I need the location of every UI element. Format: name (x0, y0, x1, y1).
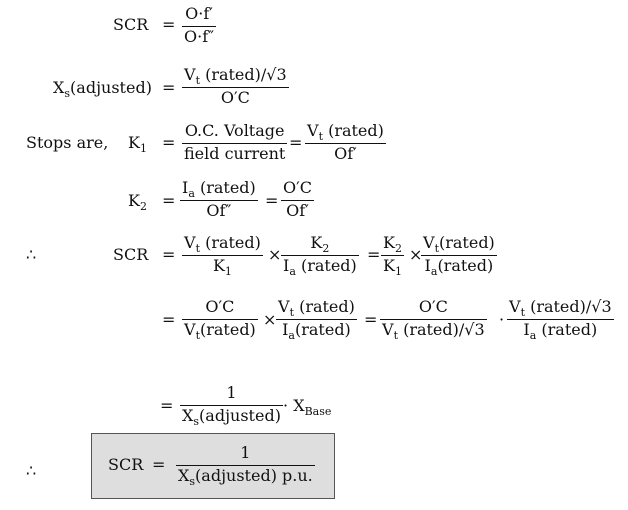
times-sign: × (409, 245, 423, 264)
equals-sign: = (162, 245, 176, 264)
numerator: K2 (310, 233, 330, 255)
fraction-bar (305, 142, 386, 144)
result-box (91, 433, 335, 499)
fraction-bar (421, 254, 497, 256)
equals-sign: = (364, 310, 378, 329)
fraction-bar (182, 25, 217, 27)
denominator: Of′ (334, 143, 357, 163)
ratio-fraction: O·f′ O·f″ (182, 4, 217, 46)
scr-label: SCR (113, 245, 149, 264)
ia-of-fraction: Ia (rated) Of″ (180, 178, 258, 220)
fraction-bar (381, 254, 404, 256)
k1-label: K1 (128, 133, 147, 155)
fraction-bar (180, 404, 283, 406)
denominator: Of′ (286, 200, 309, 220)
equals-sign: = (162, 191, 176, 210)
xs-adjusted-label: Xs(adjusted) (53, 78, 152, 100)
numerator: O′C (205, 297, 235, 316)
scr-pu-fraction: 1 Xs(adjusted) p.u. (176, 443, 315, 488)
scr-label: SCR (113, 15, 149, 34)
equals-sign: = (162, 78, 176, 97)
therefore-symbol: ∴ (26, 461, 37, 480)
denominator: Xs(adjusted) p.u. (178, 465, 313, 488)
fraction-bar (182, 318, 258, 320)
oc-voltage-fraction: O.C. Voltage field current (182, 121, 288, 163)
times-sign: × (263, 310, 277, 329)
denominator: Ia (rated) (283, 255, 357, 278)
equals-sign: = (289, 133, 303, 152)
denominator: Ia (rated) (523, 319, 598, 342)
fraction-bar (276, 318, 357, 320)
equals-sign: = (162, 133, 176, 152)
numerator: O′C (283, 178, 312, 197)
fraction-bar (180, 199, 258, 201)
scr-label: SCR (108, 455, 144, 474)
denominator: O·f″ (184, 26, 215, 46)
vt-of-fraction: Vt (rated) Of′ (305, 121, 386, 163)
times-sign: × (268, 245, 282, 264)
denominator: O′C (220, 87, 250, 107)
equals-sign: = (162, 310, 176, 329)
denominator: K1 (212, 255, 232, 278)
denominator: Of″ (206, 200, 232, 220)
numerator: O.C. Voltage (184, 121, 285, 140)
numerator: 1 (240, 443, 251, 462)
k2-k1-fraction: K2 K1 (381, 233, 404, 278)
therefore-symbol: ∴ (26, 245, 37, 264)
numerator: O′C (418, 297, 448, 316)
numerator: Vt (rated)/√3 (509, 297, 612, 319)
fraction-bar (176, 464, 315, 466)
fraction-bar (281, 254, 359, 256)
xs-fraction: Vt (rated)/√3 O′C (182, 65, 289, 107)
fraction-bar (380, 318, 487, 320)
fraction-bar (182, 86, 289, 88)
equals-sign: = (265, 191, 279, 210)
denominator: K1 (383, 255, 402, 278)
x-base-term: · XBase (283, 396, 332, 418)
equals-sign: = (152, 455, 166, 474)
denominator: Ia(rated) (424, 255, 494, 278)
equals-sign: = (162, 15, 176, 34)
numerator: Vt (rated)/√3 (184, 65, 287, 87)
numerator: Vt (rated) (278, 297, 355, 319)
k2-label: K2 (128, 191, 147, 213)
oc-vt-sqrt3-fraction: O′C Vt (rated)/√3 (380, 297, 487, 342)
oc-of-fraction: O′C Of′ (281, 178, 314, 220)
oc-vt-fraction: O′C Vt(rated) (182, 297, 258, 342)
numerator: 1 (226, 383, 237, 402)
denominator: Xs(adjusted) (182, 405, 281, 428)
stops-are-text: Stops are, (26, 133, 109, 152)
numerator: Ia (rated) (182, 178, 256, 200)
denominator: field current (184, 143, 286, 163)
numerator: Vt (rated) (307, 121, 384, 143)
dot-operator: · (499, 310, 505, 329)
equals-sign: = (160, 396, 174, 415)
vt-ia-fraction: Vt (rated) Ia(rated) (276, 297, 357, 342)
fraction-bar (281, 199, 314, 201)
denominator: Ia(rated) (282, 319, 351, 342)
denominator: Vt (rated)/√3 (382, 319, 485, 342)
numerator: Vt (rated) (184, 233, 261, 255)
fraction-bar (507, 318, 614, 320)
numerator: Vt(rated) (423, 233, 495, 255)
vt-ia-fraction: Vt(rated) Ia(rated) (421, 233, 497, 278)
k2-ia-fraction: K2 Ia (rated) (281, 233, 359, 278)
numerator: O·f′ (185, 4, 213, 23)
one-over-xs-fraction: 1 Xs(adjusted) (180, 383, 283, 428)
vt-k1-fraction: Vt (rated) K1 (182, 233, 263, 278)
equals-sign: = (367, 245, 381, 264)
denominator: Vt(rated) (184, 319, 256, 342)
fraction-bar (182, 142, 288, 144)
numerator: K2 (383, 233, 402, 255)
vt-sqrt3-ia-fraction: Vt (rated)/√3 Ia (rated) (507, 297, 614, 342)
fraction-bar (182, 254, 263, 256)
